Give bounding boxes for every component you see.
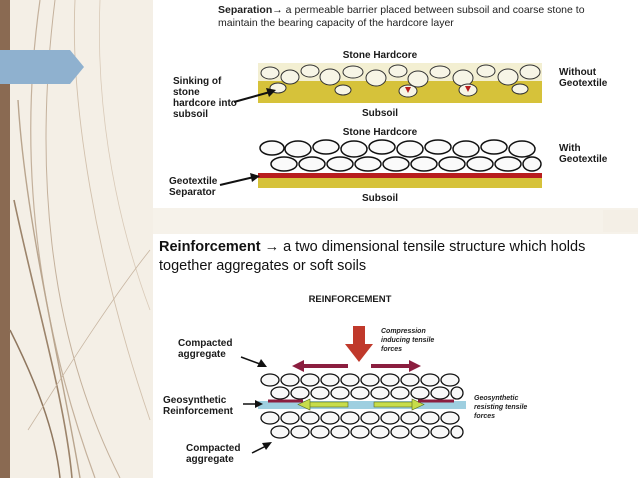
- diagram1-bottom-label: Subsoil: [361, 108, 399, 119]
- label-geosynthetic: Geosynthetic Reinforcement: [163, 395, 234, 417]
- geosynthetic-arrow-icon: [243, 400, 263, 408]
- slide-tab-arrow-icon: [0, 50, 84, 84]
- panel-gap-strip: [603, 210, 638, 232]
- separator-arrow-icon: [219, 173, 260, 186]
- compression-note: Compression inducing tensile forces: [381, 328, 435, 353]
- diagram1-layers: [258, 63, 542, 103]
- reinforcement-diagram: [258, 326, 466, 444]
- reinforcement-title: Reinforcement: [159, 239, 261, 255]
- diagram2-side-label: With Geotextile: [559, 143, 608, 165]
- label-top-aggregate: Compacted aggregate: [178, 338, 233, 360]
- diagram2-top-label: Stone Hardcore: [342, 127, 418, 138]
- separation-title: Separation: [218, 4, 273, 16]
- left-border-band: [0, 0, 10, 478]
- resisting-note: Geosynthetic resisting tensile forces: [474, 395, 528, 420]
- bottom-aggregate-arrow-icon: [251, 442, 272, 454]
- callout-arrow-icon: [233, 88, 276, 103]
- diagram2-layers: [258, 139, 542, 188]
- reinforcement-diagram-heading: REINFORCEMENT: [308, 294, 392, 305]
- reinforcement-heading: Reinforcement → a two dimensional tensil…: [159, 238, 635, 276]
- separation-arrow: →: [272, 4, 283, 16]
- reinforcement-description: a two dimensional tensile structure whic…: [159, 239, 586, 274]
- diagram2-bottom-label: Subsoil: [361, 193, 399, 204]
- top-aggregate-arrow-icon: [240, 356, 267, 367]
- diagram1-callout: Sinking of stone hardcore into subsoil: [173, 76, 237, 120]
- separation-description: a permeable barrier placed between subso…: [218, 4, 585, 29]
- label-bottom-aggregate: Compacted aggregate: [186, 443, 241, 465]
- diagram2-callout: Geotextile Separator: [169, 176, 218, 198]
- separation-heading: Separation→ a permeable barrier placed b…: [218, 4, 608, 30]
- reinforcement-arrow: →: [264, 239, 280, 255]
- diagram1-side-label: Without Geotextile: [559, 67, 608, 89]
- diagram1-top-label: Stone Hardcore: [342, 50, 418, 61]
